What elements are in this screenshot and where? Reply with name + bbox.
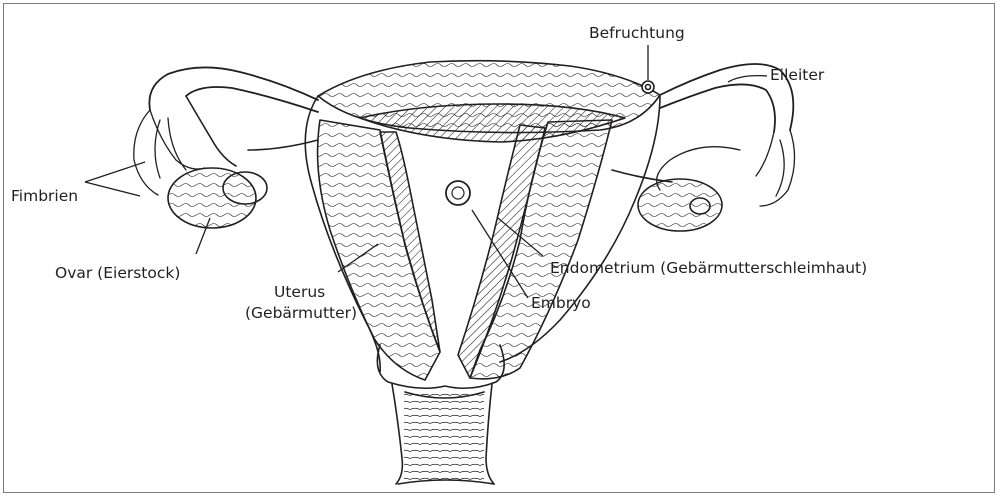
label-befruchtung: Befruchtung <box>589 24 685 43</box>
label-ovar: Ovar (Eierstock) <box>55 264 180 283</box>
label-fimbrien: Fimbrien <box>11 187 78 206</box>
label-uterus-sub: (Gebärmutter) <box>245 304 357 323</box>
label-endometrium: Endometrium (Gebärmutterschleimhaut) <box>550 259 867 278</box>
label-uterus: Uterus <box>274 283 325 302</box>
left-ovary <box>168 168 256 228</box>
label-eileiter: Eileiter <box>770 66 824 85</box>
embryo-blastocyst <box>446 181 470 205</box>
fertilization-egg <box>642 81 654 93</box>
label-embryo: Embryo <box>531 294 591 313</box>
